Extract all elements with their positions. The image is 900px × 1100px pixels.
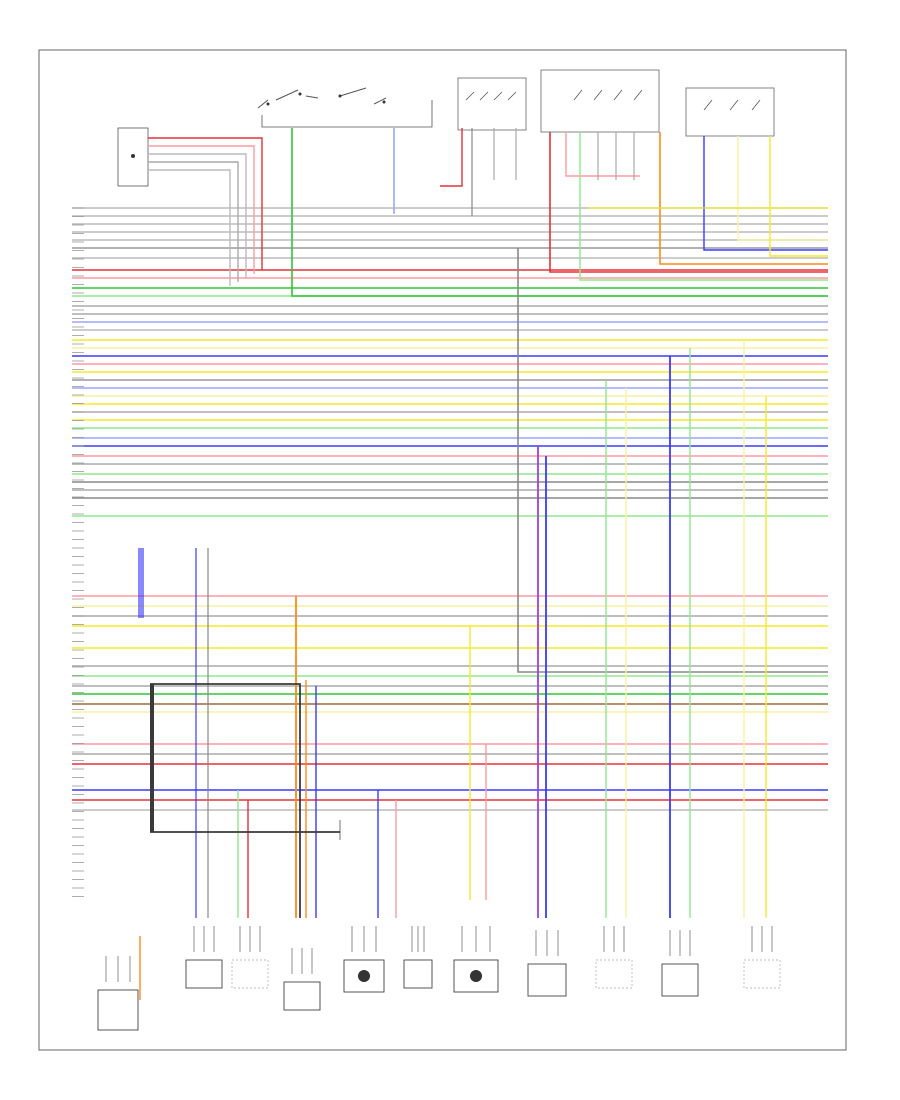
control-red-wire — [549, 132, 828, 273]
ignition-green-wire — [291, 128, 828, 297]
top-right-relay-box — [685, 87, 775, 137]
sensor-feeder-wire — [148, 161, 239, 282]
sensor-feeder-wire — [148, 137, 263, 270]
front-input-shaft-speed-sensor — [343, 926, 385, 993]
wire-harness — [72, 128, 828, 1000]
pressure-control-solenoid — [97, 956, 139, 1031]
relay-yellow-wire-2 — [769, 136, 828, 257]
top-left-relay-box — [457, 77, 527, 131]
neutral-switch — [403, 926, 433, 989]
connector-pin-labels — [72, 207, 84, 897]
right-rear-wheel-speed-sensor — [527, 930, 567, 997]
left-front-wheel-speed-sensor — [231, 926, 269, 989]
relay-red-wire — [440, 128, 463, 187]
4wd-indicator-lamp — [185, 926, 223, 989]
front-output-shaft-speed-sensor — [595, 926, 633, 989]
left-rear-output-speed-sensor — [661, 930, 699, 997]
sensor-feeder-wire — [148, 145, 255, 274]
mid-connector-block — [138, 548, 154, 832]
gray-trunk — [517, 248, 828, 673]
top-mid-control-box — [540, 69, 660, 133]
control-green-wire — [579, 132, 828, 281]
diagram-border — [38, 49, 847, 1051]
ignition-switch — [257, 87, 433, 128]
right-front-wheel-speed-sensor — [283, 948, 321, 1011]
relay-blue-wire — [703, 136, 828, 251]
dark-trunk — [150, 683, 301, 918]
left-rear-wheel-speed-sensor — [743, 926, 781, 989]
relay-yellow-wire — [737, 136, 828, 241]
transfer-case-motor — [453, 926, 499, 993]
left-sensor-connector — [117, 127, 149, 187]
sensor-feeder-wire — [148, 153, 247, 278]
sensor-feeder-wire — [148, 169, 231, 286]
bottom-components — [97, 926, 781, 1031]
control-pink-wire — [565, 132, 640, 177]
control-orange-wire — [659, 132, 828, 265]
